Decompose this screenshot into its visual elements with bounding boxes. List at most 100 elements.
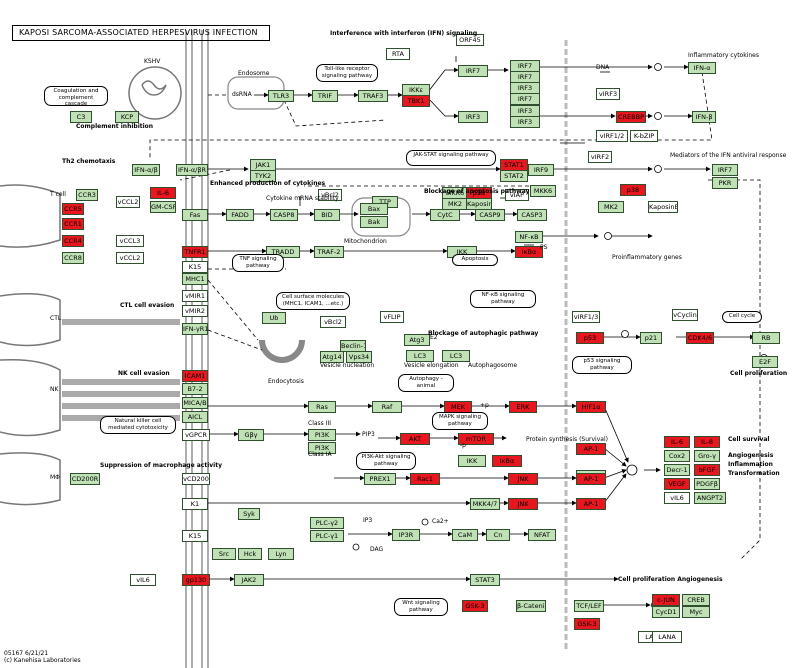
gene-node[interactable]: IκBα <box>515 246 543 258</box>
gene-node[interactable]: TLR3 <box>268 90 294 102</box>
gene-node[interactable]: B7-2 <box>182 383 208 395</box>
gene-node[interactable]: LANA <box>652 631 682 643</box>
gene-node[interactable]: MICA/B <box>182 397 208 409</box>
gene-node[interactable]: IRF3 <box>510 82 540 94</box>
gene-node[interactable]: PLC-γ2 <box>310 517 344 529</box>
gene-node[interactable]: IFN-α <box>688 62 716 74</box>
linked-pathway[interactable]: NF-κB signaling pathway <box>470 290 536 308</box>
gene-node[interactable]: Cn <box>486 529 510 541</box>
gene-node[interactable]: CASP9 <box>475 209 505 221</box>
gene-node[interactable]: K15 <box>182 530 208 542</box>
gene-node[interactable]: PI3K <box>308 429 336 441</box>
linked-pathway[interactable]: Coagulation and complement cascade <box>44 86 108 107</box>
gene-node[interactable]: MK2 <box>598 201 624 213</box>
gene-node[interactable]: PLC-γ1 <box>310 530 344 542</box>
gene-node[interactable]: GSK-3 <box>462 600 488 612</box>
gene-node[interactable]: Vps34 <box>346 351 372 363</box>
gene-node[interactable]: FADD <box>226 209 254 221</box>
gene-node[interactable]: Bak <box>360 216 388 228</box>
gene-node[interactable]: IFN-α/βR <box>176 164 208 176</box>
gene-node[interactable]: AP-1 <box>576 443 606 455</box>
gene-node[interactable]: Myc <box>682 606 710 618</box>
gene-node[interactable]: K-bZIP <box>630 130 658 142</box>
gene-node[interactable]: IFN-α/β <box>132 164 160 176</box>
gene-node[interactable]: CCR5 <box>62 203 84 215</box>
gene-node[interactable]: vBcl2 <box>318 189 342 201</box>
gene-node[interactable]: vCCL2 <box>116 196 140 208</box>
gene-node[interactable]: TRAF-2 <box>314 246 344 258</box>
gene-node[interactable]: TRIF <box>312 90 338 102</box>
linked-pathway[interactable]: Toll-like receptor signaling pathway <box>316 64 378 82</box>
gene-node[interactable]: vMIR1 <box>182 290 208 302</box>
gene-node[interactable]: CASP8 <box>270 209 298 221</box>
gene-node[interactable]: vCCL2 <box>116 252 144 264</box>
gene-node[interactable]: MKK4/7 <box>470 498 500 510</box>
gene-node[interactable]: STAT2 <box>500 170 528 182</box>
gene-node[interactable]: IFN-γR1 <box>182 323 208 335</box>
gene-node[interactable]: NF-κB <box>515 231 543 243</box>
gene-node[interactable]: CCR8 <box>62 252 84 264</box>
gene-node[interactable]: c-JUN <box>652 594 680 606</box>
gene-node[interactable]: vCyclin <box>672 309 698 321</box>
gene-node[interactable]: CD200R <box>70 473 100 485</box>
gene-node[interactable]: CDK4/6 <box>686 332 714 344</box>
gene-node[interactable]: vIL6 <box>130 574 156 586</box>
gene-node[interactable]: p21 <box>640 332 662 344</box>
gene-node[interactable]: PREX1 <box>364 473 396 485</box>
gene-node[interactable]: TNFR1 <box>182 246 208 258</box>
gene-node[interactable]: TCF/LEF <box>574 600 604 612</box>
gene-node[interactable]: AICL <box>182 411 208 423</box>
gene-node[interactable]: CytC <box>430 209 460 221</box>
gene-node[interactable]: VEGF <box>664 478 690 490</box>
gene-node[interactable]: Rac1 <box>410 473 440 485</box>
gene-node[interactable]: vCD200 <box>182 473 210 485</box>
gene-node[interactable]: vIRF3 <box>596 88 620 100</box>
gene-node[interactable]: p53 <box>576 332 604 344</box>
gene-node[interactable]: IFN-β <box>692 111 716 123</box>
gene-node[interactable]: GSK-3 <box>574 618 600 630</box>
gene-node[interactable]: IRF7 <box>458 65 488 77</box>
gene-node[interactable]: IL-6 <box>664 436 690 448</box>
gene-node[interactable]: Src <box>212 548 236 560</box>
gene-node[interactable]: CaM <box>452 529 478 541</box>
gene-node[interactable]: bFGF <box>694 464 720 476</box>
gene-node[interactable]: AKT <box>400 433 430 445</box>
gene-node[interactable]: TYK2 <box>250 170 276 182</box>
gene-node[interactable]: Lyn <box>268 548 294 560</box>
gene-node[interactable]: AP-1 <box>576 498 606 510</box>
gene-node[interactable]: PKR <box>712 177 738 189</box>
gene-node[interactable]: vIRF2 <box>588 151 612 163</box>
gene-node[interactable]: ICAM1 <box>182 370 208 382</box>
gene-node[interactable]: Bax <box>360 203 388 215</box>
gene-node[interactable]: CASP3 <box>517 209 547 221</box>
linked-pathway[interactable]: JAK-STAT signaling pathway <box>406 150 496 166</box>
gene-node[interactable]: TBK1 <box>402 95 430 107</box>
gene-node[interactable]: HIF1α <box>576 401 606 413</box>
gene-node[interactable]: IRF3 <box>510 116 540 128</box>
gene-node[interactable]: Ub <box>262 312 286 324</box>
gene-node[interactable]: ORF45 <box>456 34 484 46</box>
gene-node[interactable]: C3 <box>70 111 92 123</box>
gene-node[interactable]: IRF9 <box>528 164 554 176</box>
gene-node[interactable]: vFLIP <box>380 311 404 323</box>
gene-node[interactable]: MHC1 <box>182 273 208 285</box>
linked-pathway[interactable]: Natural killer cell mediated cytotoxicit… <box>100 416 176 434</box>
gene-node[interactable]: gp130 <box>182 574 210 586</box>
linked-pathway[interactable]: Autophagy - animal <box>398 374 454 392</box>
gene-node[interactable]: Syk <box>238 508 260 520</box>
gene-node[interactable]: vGPCR <box>182 429 210 441</box>
gene-node[interactable]: CREB <box>682 594 710 606</box>
gene-node[interactable]: PDGFβ <box>694 478 720 490</box>
gene-node[interactable]: CycD1 <box>652 606 680 618</box>
linked-pathway[interactable]: Cell surface molecules (MHC1, ICAM1, ...… <box>276 292 350 310</box>
gene-node[interactable]: PI3K <box>308 442 336 454</box>
gene-node[interactable]: Atg14 <box>320 351 344 363</box>
gene-node[interactable]: IL-6 <box>150 187 176 199</box>
gene-node[interactable]: RB <box>752 332 780 344</box>
gene-node[interactable]: CCR4 <box>62 235 84 247</box>
gene-node[interactable]: IκBα <box>492 455 522 467</box>
gene-node[interactable]: vIAP <box>505 189 529 201</box>
gene-node[interactable]: vBcl2 <box>320 316 346 328</box>
gene-node[interactable]: Fas <box>182 209 208 221</box>
linked-pathway[interactable]: Apoptosis <box>452 254 498 266</box>
